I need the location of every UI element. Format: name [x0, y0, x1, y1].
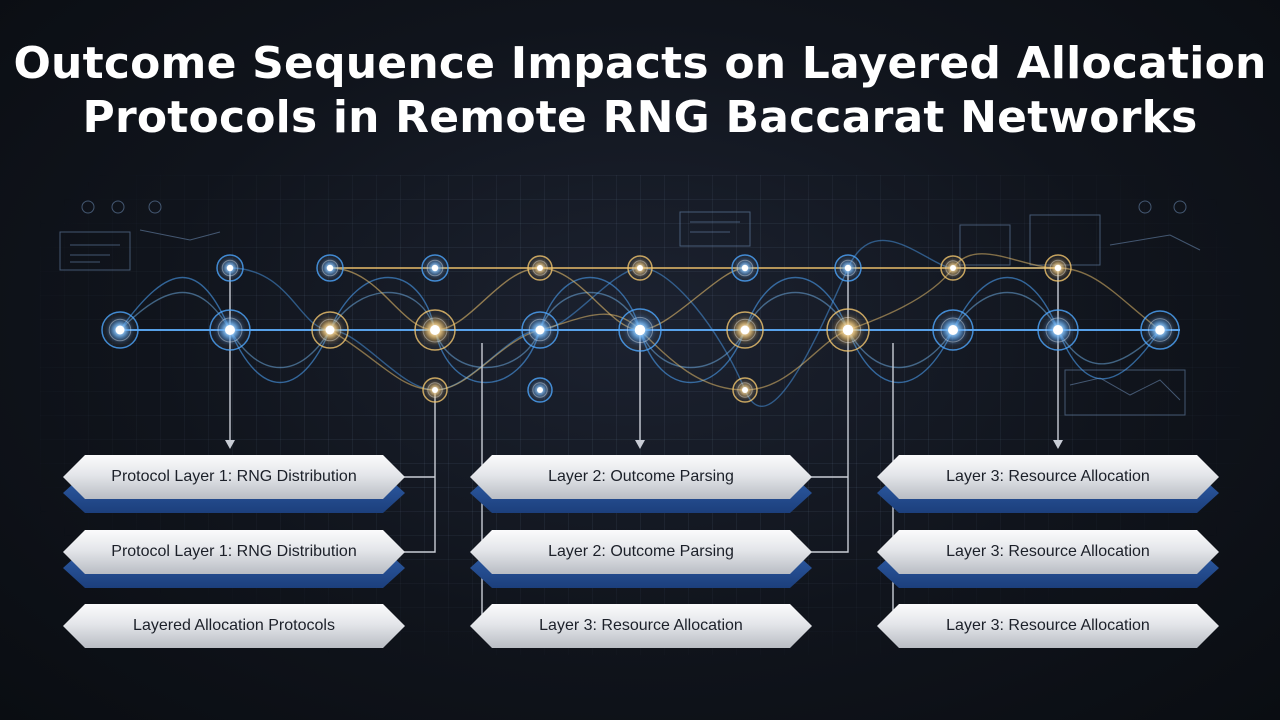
layer-card-label: Layered Allocation Protocols [133, 617, 335, 634]
layer-card-label: Protocol Layer 1: RNG Distribution [111, 468, 357, 485]
layer-card-right-2[interactable]: Layer 3: Resource Allocation [877, 530, 1219, 594]
hud-panel-center [679, 211, 751, 247]
network-node-t1 [216, 254, 244, 282]
hud-panel-right-1 [959, 224, 1011, 266]
network-node-t8 [940, 255, 966, 281]
network-node-m9 [932, 309, 974, 351]
network-node-m3 [311, 311, 349, 349]
hud-dot-right-2 [1173, 200, 1187, 214]
hud-dot-left-3 [148, 200, 162, 214]
layer-card-label: Layer 3: Resource Allocation [539, 617, 743, 634]
card-face [63, 604, 405, 648]
hud-decorations [59, 200, 1201, 416]
layer-card-right-1[interactable]: Layer 3: Resource Allocation [877, 455, 1219, 519]
layer-card-right-3[interactable]: Layer 3: Resource Allocation [877, 604, 1219, 668]
network-node-m11 [1140, 310, 1180, 350]
network-node-m7 [826, 308, 870, 352]
network-node-t4 [527, 255, 553, 281]
network-node-t6 [731, 254, 759, 282]
hud-dot-left-1 [81, 200, 95, 214]
layer-card-label: Layer 3: Resource Allocation [946, 543, 1150, 560]
card-face [877, 604, 1219, 648]
card-face [877, 455, 1219, 499]
layer-card-label: Layer 2: Outcome Parsing [548, 468, 734, 485]
arrow-right [1053, 440, 1063, 449]
layer-card-left-2[interactable]: Protocol Layer 1: RNG Distribution [63, 530, 405, 594]
card-face [470, 604, 812, 648]
page-title-line-2: Protocols in Remote RNG Baccarat Network… [82, 92, 1198, 143]
connector-b1-to-left-2 [404, 390, 436, 553]
page-title-line-1: Outcome Sequence Impacts on Layered Allo… [13, 38, 1267, 89]
network-node-m10 [1037, 309, 1079, 351]
card-face [470, 455, 812, 499]
network-node-t5 [627, 255, 653, 281]
layer-card-left-3[interactable]: Layered Allocation Protocols [63, 604, 405, 668]
network-node-m6 [618, 308, 662, 352]
connector-m7-to-center-2 [810, 268, 849, 553]
network-node-m4 [414, 309, 456, 351]
card-face [470, 530, 812, 574]
arrow-left [225, 440, 235, 449]
network-node-t3 [421, 254, 449, 282]
network-node-m1 [101, 311, 139, 349]
layer-card-center-1[interactable]: Layer 2: Outcome Parsing [470, 455, 812, 519]
network-node-b2 [527, 377, 553, 403]
hud-dot-left-2 [111, 200, 125, 214]
layer-card-center-3[interactable]: Layer 3: Resource Allocation [470, 604, 812, 668]
network-node-t7 [834, 254, 862, 282]
strand-blue-3 [229, 239, 1058, 407]
layer-card-left-1[interactable]: Protocol Layer 1: RNG Distribution [63, 455, 405, 519]
network-node-m5 [521, 311, 559, 349]
hud-dot-right-1 [1138, 200, 1152, 214]
layer-card-label: Protocol Layer 1: RNG Distribution [111, 543, 357, 560]
layer-card-center-2[interactable]: Layer 2: Outcome Parsing [470, 530, 812, 594]
network-node-b1 [422, 377, 448, 403]
layer-card-label: Layer 3: Resource Allocation [946, 617, 1150, 634]
card-face [63, 455, 405, 499]
card-face [877, 530, 1219, 574]
card-face [63, 530, 405, 574]
network-node-m8 [726, 311, 764, 349]
hud-panel-left [59, 231, 131, 271]
layer-card-label: Layer 2: Outcome Parsing [548, 543, 734, 560]
network-node-t2 [316, 254, 344, 282]
arrow-center [635, 440, 645, 449]
network-node-b3 [732, 377, 758, 403]
network-node-t9 [1044, 254, 1072, 282]
network-node-m2 [209, 309, 251, 351]
layer-card-label: Layer 3: Resource Allocation [946, 468, 1150, 485]
